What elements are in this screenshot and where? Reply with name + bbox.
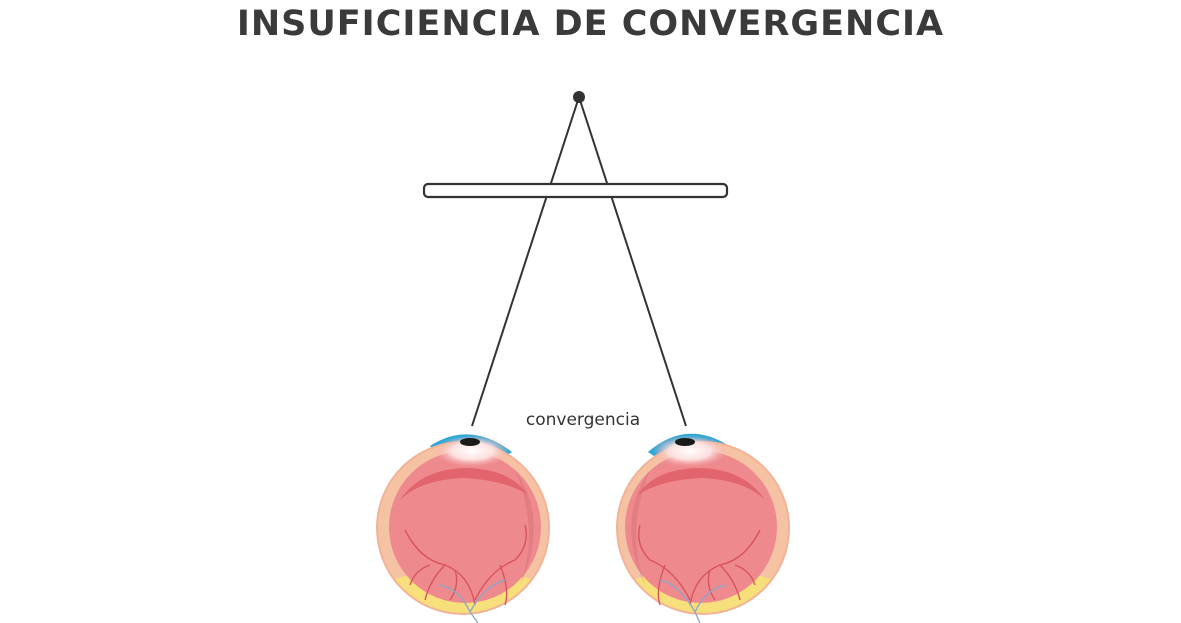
right-blood-vessels [638, 524, 761, 606]
right-eye-shine [652, 435, 728, 467]
left-blood-vessels [404, 524, 527, 606]
convergence-label: convergencia [526, 410, 640, 430]
right-sight-line [578, 96, 687, 427]
left-sight-line [471, 96, 580, 427]
left-eye-shine [434, 435, 510, 467]
right-pupil [675, 438, 695, 446]
left-eye [376, 434, 550, 623]
fixation-point [573, 91, 585, 103]
reading-bar [422, 182, 729, 199]
right-eye [616, 433, 790, 623]
left-pupil [460, 438, 480, 446]
page-title: INSUFICIENCIA DE CONVERGENCIA [236, 4, 945, 44]
